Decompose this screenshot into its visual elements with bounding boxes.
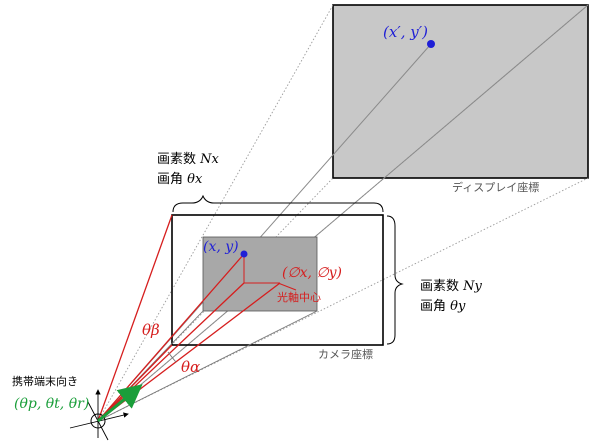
height-brace (386, 215, 404, 345)
display-point-label: (x′, y′) (383, 23, 428, 41)
width-pixels-label: 画素数 Nx (157, 152, 220, 167)
height-pixels-label: 画素数 Ny (420, 279, 483, 294)
optical-center-label: (∅x, ∅y) (282, 265, 342, 281)
device-orientation-label: (θp, θt, θr) (14, 396, 89, 412)
camera-point (240, 250, 248, 258)
camera-point-label: (x, y) (203, 239, 239, 255)
device-caption: 携帯端末向き (12, 374, 78, 388)
device-direction-arrow (97, 384, 143, 423)
width-brace (172, 194, 384, 213)
angle-beta-label: θβ (142, 321, 160, 339)
height-angle-label: 画角 θy (420, 299, 466, 314)
display-caption: ディスプレイ座標 (452, 180, 539, 194)
optical-axis-marks (243, 256, 297, 291)
device-origin (90, 413, 106, 429)
angle-alpha-arc (167, 351, 177, 363)
camera-caption: カメラ座標 (318, 347, 373, 361)
angle-alpha-label: θα (181, 358, 200, 376)
camera-frame (171, 214, 384, 346)
display-point (427, 40, 435, 48)
display-screen (332, 4, 589, 179)
optical-center-caption: 光軸中心 (277, 290, 321, 304)
width-angle-label: 画角 θx (157, 172, 203, 187)
